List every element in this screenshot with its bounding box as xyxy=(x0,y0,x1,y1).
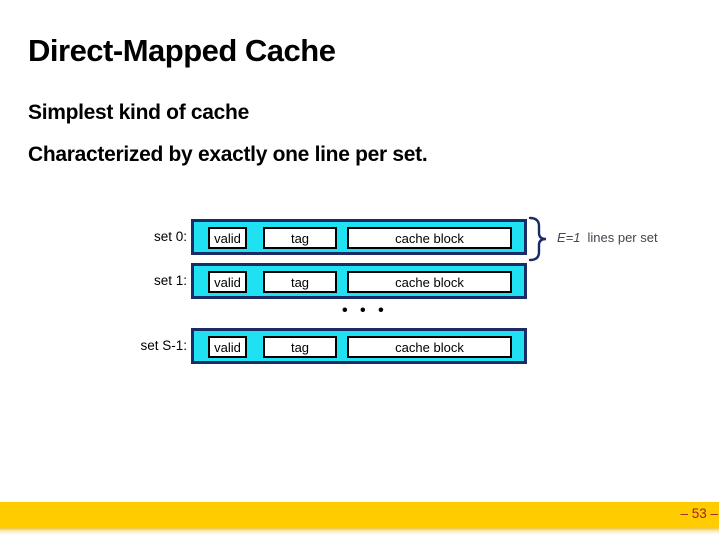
lines-per-set-label: lines per set xyxy=(587,230,658,245)
set-0-valid-cell: valid xyxy=(208,227,247,249)
rows-ellipsis: • • • xyxy=(342,302,388,319)
set-1-row: valid tag cache block xyxy=(191,263,527,299)
set-0-row: valid tag cache block xyxy=(191,219,527,255)
set-1-tag-cell: tag xyxy=(263,271,337,293)
set-s-1-row: valid tag cache block xyxy=(191,328,527,364)
page-number: – 53 – xyxy=(680,506,718,521)
footer-accent-bar-fade xyxy=(0,528,719,535)
set-s-1-cache-block-cell: cache block xyxy=(347,336,512,358)
set-0-tag-cell: tag xyxy=(263,227,337,249)
lines-per-set-annotation: E=1 lines per set xyxy=(557,230,658,245)
set-0-label: set 0: xyxy=(153,229,187,244)
set-s-1-tag-cell: tag xyxy=(263,336,337,358)
bullet-characterized: Characterized by exactly one line per se… xyxy=(28,143,428,166)
e-equals-1-label: E=1 xyxy=(557,230,581,245)
set-1-label: set 1: xyxy=(153,273,187,288)
set-1-valid-cell: valid xyxy=(208,271,247,293)
set-s-1-valid-cell: valid xyxy=(208,336,247,358)
bullet-simplest: Simplest kind of cache xyxy=(28,101,249,124)
set-0-cache-block-cell: cache block xyxy=(347,227,512,249)
slide-title: Direct-Mapped Cache xyxy=(28,33,336,68)
set-1-cache-block-cell: cache block xyxy=(347,271,512,293)
footer-accent-bar xyxy=(0,502,719,528)
set-s-1-label: set S-1: xyxy=(140,338,187,353)
curly-brace-icon xyxy=(528,216,548,267)
